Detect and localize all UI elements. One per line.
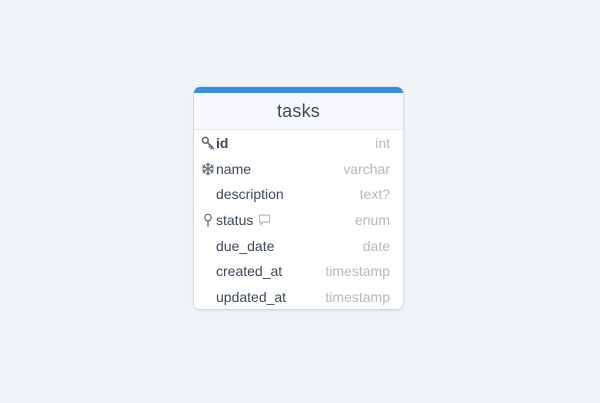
table-accent-bar bbox=[194, 87, 403, 93]
column-name: name bbox=[216, 160, 252, 177]
table-title: tasks bbox=[276, 100, 320, 121]
pin-icon bbox=[200, 212, 215, 227]
column-name: status bbox=[216, 211, 254, 228]
column-row-name[interactable]: name varchar bbox=[194, 156, 403, 182]
column-type: timestamp bbox=[325, 288, 390, 305]
column-type: date bbox=[362, 237, 390, 254]
column-row-status[interactable]: status enum bbox=[194, 207, 403, 233]
column-name: description bbox=[216, 186, 284, 203]
key-icon bbox=[200, 136, 215, 151]
column-row-description[interactable]: description text? bbox=[194, 182, 403, 208]
column-row-id[interactable]: id int bbox=[194, 130, 403, 156]
column-type: text? bbox=[359, 186, 390, 203]
snowflake-icon bbox=[200, 161, 215, 176]
column-type: enum bbox=[354, 211, 390, 228]
column-type: timestamp bbox=[325, 263, 390, 280]
column-type: int bbox=[375, 135, 390, 151]
column-row-updated-at[interactable]: updated_at timestamp bbox=[194, 284, 403, 309]
table-header[interactable]: tasks bbox=[194, 93, 403, 130]
column-row-due-date[interactable]: due_date date bbox=[194, 233, 403, 259]
table-card-tasks[interactable]: tasks id int bbox=[194, 87, 403, 309]
column-name: created_at bbox=[216, 263, 283, 280]
column-name: updated_at bbox=[216, 288, 287, 305]
column-name: due_date bbox=[216, 237, 275, 254]
column-type: varchar bbox=[343, 160, 390, 177]
column-name: id bbox=[216, 135, 229, 151]
comment-icon[interactable] bbox=[258, 214, 271, 226]
column-row-created-at[interactable]: created_at timestamp bbox=[194, 258, 403, 284]
column-list: id int bbox=[194, 130, 403, 309]
